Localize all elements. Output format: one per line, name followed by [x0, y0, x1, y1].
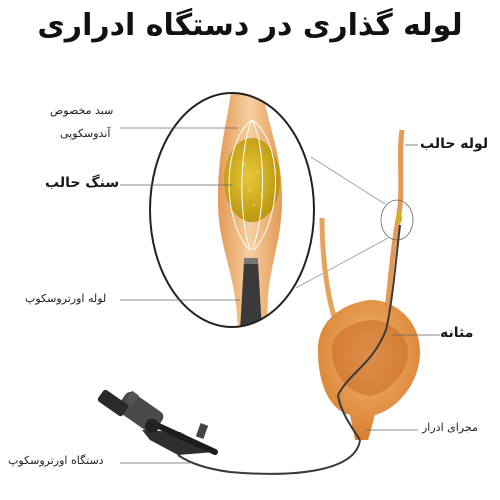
bladder-shape	[318, 300, 420, 440]
label-ureteroscope-device: دستگاه اورتروسکوپ	[8, 454, 104, 467]
zoom-circle-small	[380, 199, 414, 241]
stone-shape	[224, 138, 280, 222]
label-basket-line1: سبد مخصوص	[50, 104, 114, 117]
page-title: لوله گذاری در دستگاه ادراری	[37, 8, 463, 43]
ureter-right	[319, 129, 405, 326]
label-ureteroscope-tube: لوله اورتروسکوپ	[25, 292, 107, 305]
label-urethra: مجرای ادرار	[422, 421, 478, 434]
ureteroscope-device	[97, 389, 218, 455]
zoom-line-bottom	[295, 237, 389, 289]
label-bladder: مثانه	[440, 325, 474, 341]
label-stone: سنگ حالب	[45, 175, 120, 191]
scope-tube-magnified	[240, 262, 262, 327]
label-ureter: لوله حالب	[420, 136, 489, 152]
label-basket-line2: آندوسکوپی	[60, 127, 111, 140]
zoom-line-top	[310, 156, 386, 205]
scope-flexible-line	[177, 224, 401, 475]
basket-wires	[228, 119, 276, 251]
magnified-view	[149, 92, 315, 328]
